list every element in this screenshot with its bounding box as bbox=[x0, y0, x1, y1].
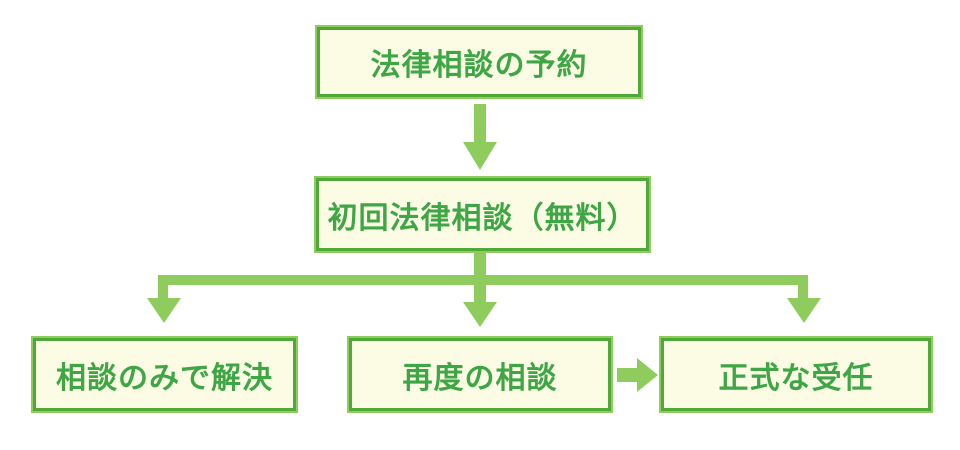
node-label: 正式な受任 bbox=[718, 361, 874, 395]
branch-left-shaft bbox=[158, 283, 168, 298]
node-legal-consultation-reservation: 法律相談の予約 bbox=[317, 27, 641, 97]
arrow-right-shaft bbox=[617, 368, 638, 382]
node-label: 再度の相談 bbox=[402, 361, 558, 395]
arrow-down-to-resolved bbox=[147, 298, 181, 323]
arrow-down-reserve-to-first bbox=[463, 104, 497, 170]
branch-center-shaft bbox=[474, 283, 486, 302]
node-formal-acceptance: 正式な受任 bbox=[661, 338, 931, 411]
node-first-legal-consultation-free: 初回法律相談（無料） bbox=[316, 178, 649, 251]
arrow-right-head bbox=[637, 358, 658, 392]
node-repeat-consultation: 再度の相談 bbox=[349, 338, 611, 411]
node-resolved-by-consultation-only: 相談のみで解決 bbox=[33, 338, 296, 411]
branch-trunk bbox=[474, 252, 486, 285]
node-label: 相談のみで解決 bbox=[56, 361, 273, 395]
node-label: 初回法律相談（無料） bbox=[327, 201, 638, 235]
branch-bar bbox=[158, 275, 808, 285]
arrow-down-to-formal bbox=[787, 298, 821, 323]
branch-right-shaft bbox=[798, 283, 808, 298]
arrow-down-to-repeat bbox=[463, 302, 497, 327]
node-label: 法律相談の予約 bbox=[370, 49, 588, 82]
